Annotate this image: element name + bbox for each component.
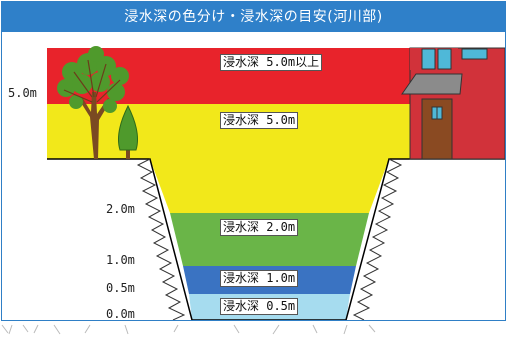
depth-label-1m: 1.0m <box>106 253 135 267</box>
left-bank-hatching <box>136 158 186 320</box>
flood-depth-diagram <box>47 46 505 320</box>
diagram-title: 浸水深の色分け・浸水深の目安(河川部) <box>2 2 505 32</box>
band-label-1m: 浸水深 1.0m <box>220 270 299 287</box>
band-label-0-5m: 浸水深 0.5m <box>220 298 299 315</box>
cropped-bottom-edge <box>1 324 376 335</box>
band-to-2m <box>170 213 369 266</box>
ground-line <box>47 158 505 320</box>
depth-label-2m: 2.0m <box>106 202 135 216</box>
depth-label-0m: 0.0m <box>106 307 135 321</box>
house-icon <box>401 47 505 160</box>
depth-label-0-5m: 0.5m <box>106 281 135 295</box>
conifer-icon <box>117 104 139 159</box>
band-label-over-5m: 浸水深 5.0m以上 <box>220 54 323 71</box>
tree-icon <box>57 46 129 159</box>
band-label-2m: 浸水深 2.0m <box>220 219 299 236</box>
band-to-5m-channel <box>150 159 389 213</box>
band-label-5m: 浸水深 5.0m <box>220 112 299 129</box>
depth-label-5m: 5.0m <box>8 86 37 100</box>
right-bank-hatching <box>352 158 403 320</box>
diagram-frame: 浸水深の色分け・浸水深の目安(河川部) <box>1 1 506 321</box>
